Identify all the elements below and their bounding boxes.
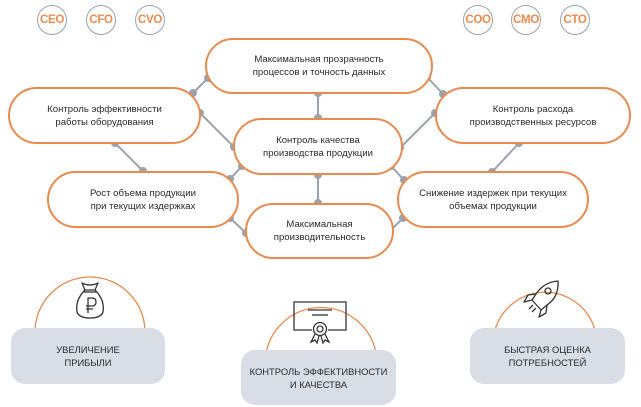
connector-center-bottom — [314, 171, 322, 207]
role-badge-coo: COO — [463, 5, 493, 35]
benefit-card-profit: Увеличение прибыли — [11, 328, 165, 384]
card-line: потребностей — [508, 357, 587, 368]
node-line: Контроль расхода — [492, 103, 574, 115]
node-line: Контроль качества — [276, 134, 360, 146]
node-line: производительность — [273, 232, 366, 243]
connector-right-center — [396, 109, 439, 152]
node-line: процессов и точность данных — [252, 67, 386, 78]
benefit-card-quality: Контроль эффективностии качества — [241, 350, 396, 405]
rocket-icon — [523, 280, 559, 318]
node-line: объемах продукции — [449, 200, 537, 212]
role-badge-cmo: CMO — [511, 5, 541, 35]
node-line: Снижение издержек при текущих — [419, 187, 567, 199]
node-line: Максимальная — [286, 219, 353, 230]
card-line: Быстрая оценка — [504, 344, 591, 355]
role-badge-cto: CTO — [560, 5, 590, 35]
certificate-icon — [293, 301, 347, 345]
benefit-arc — [34, 276, 146, 332]
node-line: Максимальная прозрачность — [254, 54, 384, 65]
node-line: Контроль эффективности — [47, 103, 162, 115]
card-line: Увеличение — [56, 344, 120, 355]
connector-top-center — [314, 89, 322, 122]
benefit-arc — [265, 306, 377, 353]
connector-right-rightbottom — [488, 139, 523, 176]
node-line: производства продукции — [263, 147, 373, 159]
node-line: при текущих издержках — [90, 200, 196, 212]
connector-left-leftbottom — [111, 139, 147, 175]
money-bag-ruble-icon — [76, 282, 104, 319]
role-badge-cfo: CFO — [86, 5, 116, 35]
node-transparency: Максимальная прозрачность процессов и точ… — [205, 38, 433, 94]
card-line: прибыли — [64, 357, 112, 368]
node-line: производственных ресурсов — [469, 116, 597, 128]
role-badge-cvo: CVO — [135, 5, 165, 35]
role-badge-ceo: CEO — [37, 5, 67, 35]
connector-left-center — [196, 109, 238, 151]
card-line: и качества — [289, 378, 348, 390]
card-line: Контроль эффективности — [249, 365, 388, 377]
benefit-card-assessment: Быстрая оценка потребностей — [470, 328, 625, 384]
node-max-productivity: Максимальная производительность — [245, 203, 394, 259]
node-line: Рост объема продукции — [89, 187, 197, 199]
node-line: работы оборудования — [55, 116, 154, 128]
